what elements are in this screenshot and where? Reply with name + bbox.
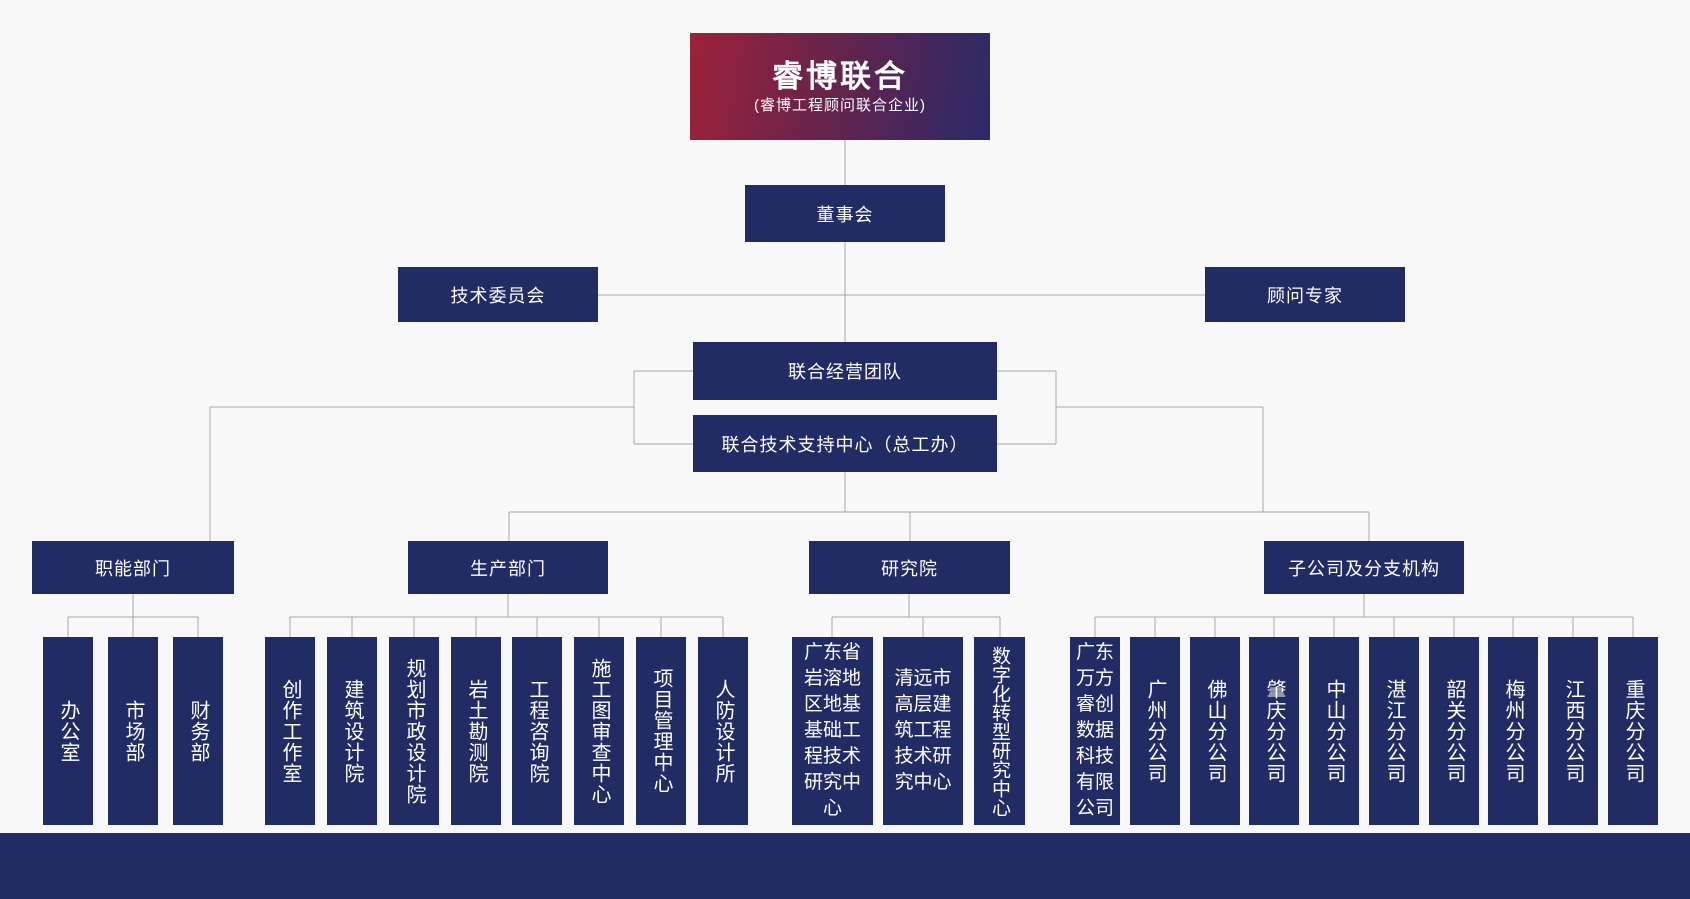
org-child-research-1: 清远市高层建筑工程技术研究中心 [883,637,963,825]
org-child-production-5: 施工图审查中心 [574,637,624,825]
org-child-subsidiary-5: 湛江分公司 [1369,637,1419,825]
org-node-tech-committee: 技术委员会 [398,267,598,322]
org-child-functional-2: 财务部 [173,637,223,825]
org-node-root: 睿博联合 (睿博工程顾问联合企业) [690,33,990,140]
org-child-subsidiary-8: 江西分公司 [1548,637,1598,825]
org-child-subsidiary-1: 广州分公司 [1130,637,1180,825]
org-child-production-1: 建筑设计院 [327,637,377,825]
org-child-functional-1: 市场部 [108,637,158,825]
org-child-research-0: 广东省岩溶地区地基基础工程技术研究中心 [792,637,873,825]
org-child-production-6: 项目管理中心 [636,637,686,825]
org-child-production-3: 岩土勘测院 [451,637,501,825]
group-header-subsidiaries: 子公司及分支机构 [1264,541,1464,594]
org-child-subsidiary-0: 广东万方睿创数据科技有限公司 [1070,637,1120,825]
org-child-research-2: 数字化转型研究中心 [974,637,1025,825]
org-child-subsidiary-3: 肇庆分公司 [1249,637,1299,825]
group-header-research: 研究院 [809,541,1010,594]
org-node-tech-support: 联合技术支持中心（总工办） [693,415,997,472]
org-child-production-2: 规划市政设计院 [389,637,439,825]
org-child-subsidiary-4: 中山分公司 [1309,637,1359,825]
org-child-production-7: 人防设计所 [698,637,748,825]
org-child-production-4: 工程咨询院 [512,637,562,825]
org-node-joint-team: 联合经营团队 [693,342,997,400]
org-child-functional-0: 办公室 [43,637,93,825]
org-child-subsidiary-9: 重庆分公司 [1608,637,1658,825]
org-node-advisors: 顾问专家 [1205,267,1405,322]
root-title: 睿博联合 [772,58,908,94]
org-node-board: 董事会 [745,185,945,242]
group-header-functional: 职能部门 [32,541,234,594]
org-child-subsidiary-2: 佛山分公司 [1190,637,1240,825]
root-subtitle: (睿博工程顾问联合企业) [754,96,926,114]
group-header-production: 生产部门 [408,541,608,594]
footer-bar [0,833,1690,899]
org-child-subsidiary-6: 韶关分公司 [1429,637,1479,825]
org-child-production-0: 创作工作室 [265,637,315,825]
org-child-subsidiary-7: 梅州分公司 [1488,637,1538,825]
